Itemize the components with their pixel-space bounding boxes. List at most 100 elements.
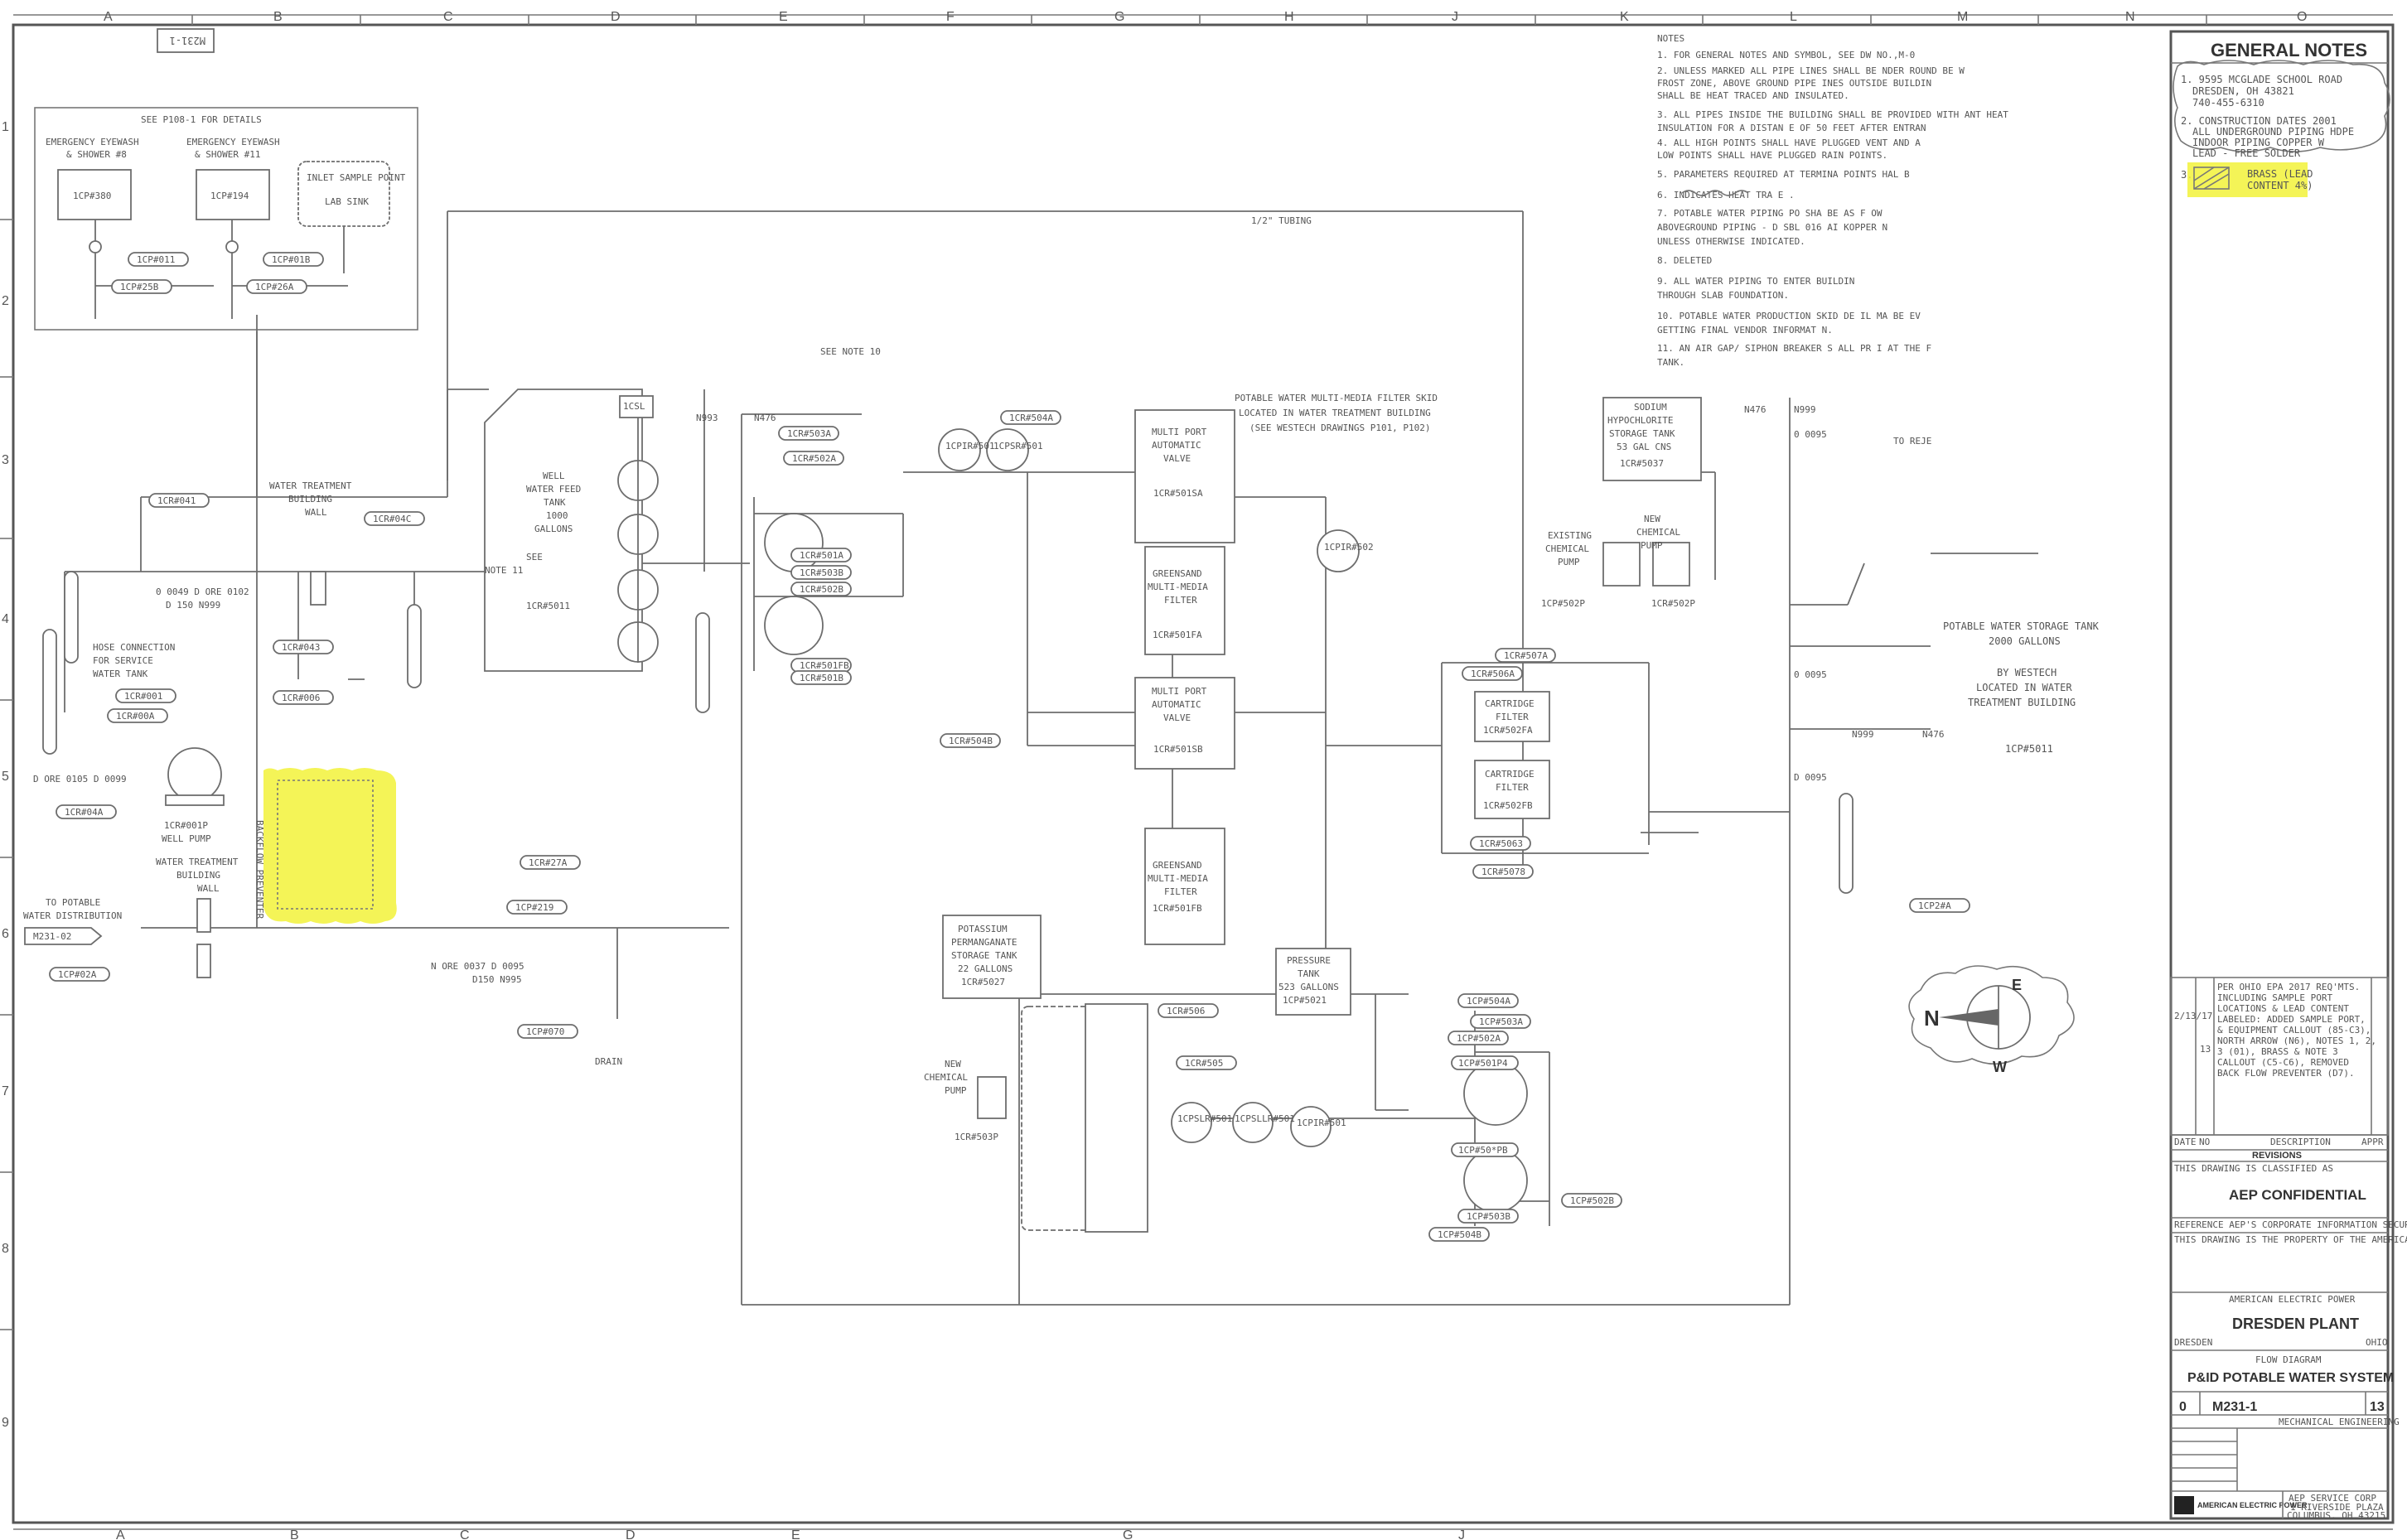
note-line-5: INSULATION FOR A DISTAN E OF 50 FEET AFT… xyxy=(1657,123,1926,133)
tag-pill xyxy=(1495,648,1556,663)
grid-row-1: 1 xyxy=(2,120,9,134)
grid-col-g-bottom: G xyxy=(1123,1528,1133,1540)
elevation-1: 0 0049 D ORE 0102 xyxy=(156,587,249,597)
tag-pill xyxy=(940,733,1001,748)
tag-pill xyxy=(111,279,172,294)
elevation-6: N993 xyxy=(696,413,718,423)
drawing-number-top: M231-1 xyxy=(170,35,205,46)
tag-pill xyxy=(115,688,176,703)
st-6: 1CP#5011 xyxy=(2005,743,2053,755)
tag-1cp02a: 1CP#02A xyxy=(58,969,97,980)
elevation-14: D 0095 xyxy=(1794,772,1827,783)
tag-pill xyxy=(1158,1003,1219,1018)
tag-1cr00a: 1CR#00A xyxy=(116,711,155,722)
pt-2: TANK xyxy=(1298,968,1320,979)
eyewash8-unit xyxy=(57,169,132,220)
grid-row-4: 4 xyxy=(2,612,9,626)
cf-b-1: CARTRIDGE xyxy=(1485,769,1535,780)
mpv-a-4: 1CR#501SA xyxy=(1153,488,1203,499)
grid-col-j: J xyxy=(1452,10,1458,24)
tag-pill xyxy=(1176,1055,1237,1070)
grid-col-e: E xyxy=(779,10,788,24)
filter-skid-piping xyxy=(753,398,1931,1305)
tag-1cr507a: 1CR#507A xyxy=(1504,650,1548,661)
existing-chem-pump xyxy=(1602,542,1641,587)
well-pump-wall: WALL xyxy=(197,883,220,894)
north-arrow-cloud xyxy=(1908,965,2075,1065)
well-pump-bldg: BUILDING xyxy=(176,870,220,881)
instrument-cpsll: 1CPSLLR#501 xyxy=(1235,1113,1295,1124)
kmno4-4: 22 GALLONS xyxy=(958,963,1013,974)
tag-pill xyxy=(790,582,852,596)
west-label: W xyxy=(1993,1059,2007,1075)
rev-line-8: BACK FLOW PREVENTER (D7). xyxy=(2217,1068,2355,1079)
tag-1cr5063: 1CR#5063 xyxy=(1479,838,1523,849)
grid-ticks xyxy=(0,15,2207,1330)
cp503-1: NEW xyxy=(945,1059,961,1069)
gn-item-3: 2. CONSTRUCTION DATES 2001 xyxy=(2181,115,2337,127)
note-line-1: 2. UNLESS MARKED ALL PIPE LINES SHALL BE… xyxy=(1657,65,1965,76)
tag-pill xyxy=(790,565,852,580)
brass-hatch xyxy=(2193,167,2230,190)
brass-hatch xyxy=(2203,173,2230,190)
sodium-hypochlorite-tank xyxy=(1602,397,1702,481)
eyewash8-label: EMERGENCY EYEWASH xyxy=(46,137,139,147)
rev-header-date: DATE xyxy=(2174,1137,2197,1147)
kmno4-2: PERMANGANATE xyxy=(951,937,1017,948)
cartridge-filter-a xyxy=(1474,691,1550,742)
note-line-17: GETTING FINAL VENDOR INFORMAT N. xyxy=(1657,325,1833,336)
note-line-11: ABOVEGROUND PIPING - D SBL 016 AI KOPPER… xyxy=(1657,222,1887,233)
tag-pill xyxy=(1470,836,1531,851)
rev-line-6: 3 (01), BRASS & NOTE 3 xyxy=(2217,1046,2338,1057)
pt-4: 1CP#5021 xyxy=(1283,995,1327,1006)
tag-pill xyxy=(783,451,844,466)
note-line-19: TANK. xyxy=(1657,357,1684,368)
wall-penetration-2 xyxy=(196,898,211,933)
tag-pill xyxy=(148,493,210,508)
brass-symbol xyxy=(2193,167,2230,190)
system-label: P&ID POTABLE WATER SYSTEM xyxy=(2187,1371,2394,1385)
elevation-12: N476 xyxy=(1922,729,1945,740)
tag-1cp25b: 1CP#25B xyxy=(120,282,159,292)
tag-1cr041: 1CR#041 xyxy=(157,495,196,506)
tag-1cp504a: 1CP#504A xyxy=(1467,996,1510,1007)
grid-col-d: D xyxy=(611,10,621,24)
notes-title: NOTES xyxy=(1657,33,1684,44)
st-5: TREATMENT BUILDING xyxy=(1968,697,2076,708)
rev-header-desc: DESCRIPTION xyxy=(2270,1137,2331,1147)
brass-highlight xyxy=(2187,162,2308,197)
general-notes-list: 1. 9595 MCGLADE SCHOOL ROAD DRESDEN, OH … xyxy=(2181,74,2354,181)
grid-row-5: 5 xyxy=(2,770,9,784)
city-label: COLUMBUS, OH 43215 xyxy=(2287,1510,2385,1521)
grid-col-o: O xyxy=(2297,10,2307,24)
notes-block: NOTES 1. FOR GENERAL NOTES AND SYMBOL, S… xyxy=(1657,33,2008,368)
wt-wall-label3: WALL xyxy=(305,507,327,518)
main-inlet-piping xyxy=(64,210,1791,1306)
tag-pill xyxy=(273,690,334,705)
tag-1cr505: 1CR#505 xyxy=(1185,1058,1223,1069)
note-line-16: 10. POTABLE WATER PRODUCTION SKID DE IL … xyxy=(1657,311,1921,321)
st-1: POTABLE WATER STORAGE TANK xyxy=(1943,620,2100,632)
drawing-number-stamp xyxy=(157,28,215,53)
grid-col-e-bottom: E xyxy=(791,1528,800,1540)
grid-col-j-bottom: J xyxy=(1458,1528,1465,1540)
note-line-0: 1. FOR GENERAL NOTES AND SYMBOL, SEE DW … xyxy=(1657,50,1915,60)
elevation-13: 0 0095 xyxy=(1794,669,1827,680)
corp-label: AEP SERVICE CORP xyxy=(2289,1493,2376,1504)
off-page-connector xyxy=(24,927,103,945)
backflow-highlight xyxy=(263,768,397,924)
skid-label-3: (SEE WESTECH DRAWINGS P101, P102) xyxy=(1249,422,1431,433)
gn-item-2: 740-455-6310 xyxy=(2192,97,2264,109)
tag-pill xyxy=(1462,666,1523,681)
tag-pill xyxy=(1457,993,1519,1008)
tag-1cr501a: 1CR#501A xyxy=(800,550,843,561)
tank-label2: WATER FEED xyxy=(526,484,581,495)
tag-pill xyxy=(49,967,110,982)
grid-row-2: 2 xyxy=(2,294,9,308)
cp194-tag: 1CP#194 xyxy=(210,191,249,201)
rev-number: 13 xyxy=(2200,1044,2211,1055)
instrument-cpi501: 1CPIR#501 xyxy=(1297,1118,1346,1128)
well-pump-tag: 1CR#001P xyxy=(164,820,208,831)
well-pump-base xyxy=(165,794,225,806)
brass-hatch xyxy=(2193,167,2215,181)
